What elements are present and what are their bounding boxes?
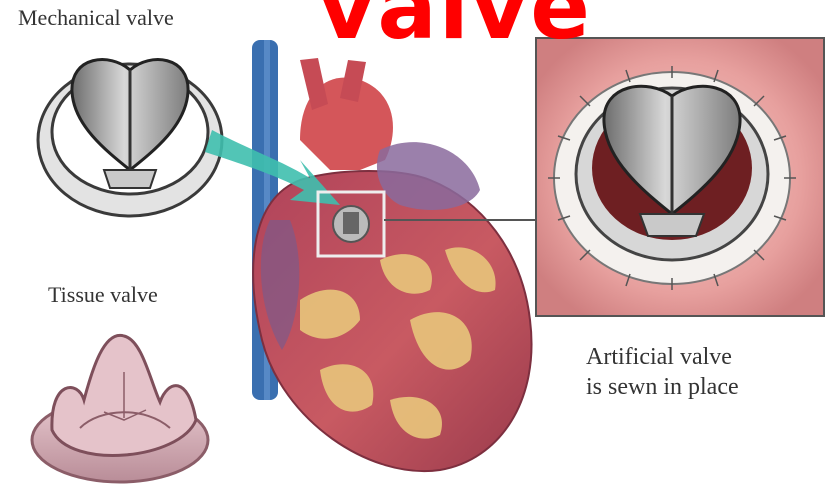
tissue-valve-image bbox=[32, 335, 208, 482]
artificial-valve-label-line2: is sewn in place bbox=[586, 375, 739, 400]
heart-image bbox=[253, 142, 531, 471]
mechanical-valve-image bbox=[38, 60, 222, 216]
tissue-valve-label: Tissue valve bbox=[48, 283, 158, 306]
inset-panel bbox=[536, 38, 824, 316]
artificial-valve-label-line1: Artificial valve bbox=[586, 345, 732, 370]
mechanical-valve-label: Mechanical valve bbox=[18, 6, 174, 29]
page-heading: valve bbox=[318, 0, 592, 52]
small-valve-icon bbox=[333, 206, 369, 242]
